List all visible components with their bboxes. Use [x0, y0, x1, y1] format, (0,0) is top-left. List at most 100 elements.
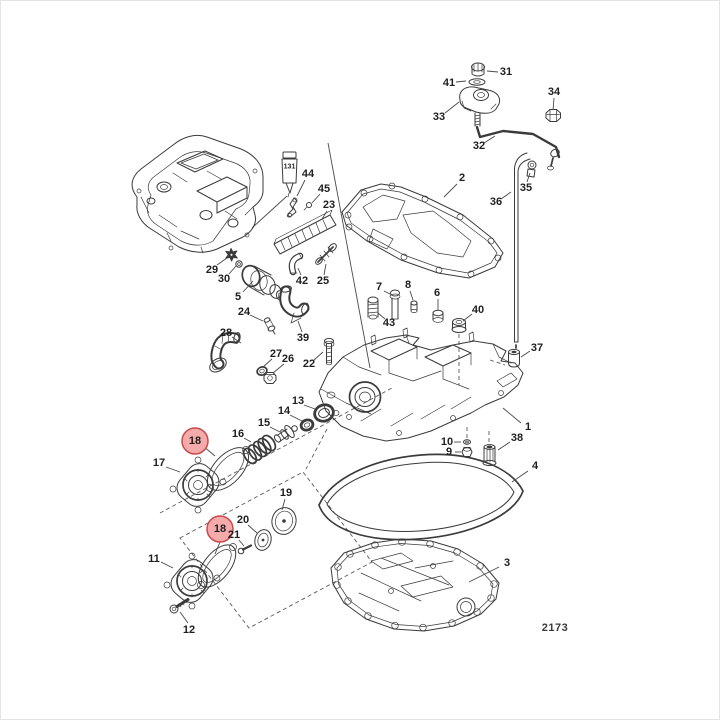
leader-line-17: [165, 466, 181, 473]
callout-37: 37: [531, 342, 543, 354]
leader-line-22: [313, 351, 324, 361]
callout-3: 3: [504, 557, 510, 569]
leader-line-5: [242, 280, 254, 293]
leader-line-27: [262, 358, 273, 368]
leader-line-19: [281, 498, 286, 511]
leader-line-35: [526, 172, 531, 183]
leader-line-43: [377, 312, 386, 320]
fitting-43-drawing: [367, 296, 379, 320]
leader-line-18: [214, 541, 221, 555]
leader-line-30: [228, 265, 237, 275]
leader-line-8: [409, 290, 414, 301]
callout-41: 41: [443, 77, 455, 89]
elbow-28-drawing: [209, 332, 241, 373]
clip-45-drawing: [303, 202, 312, 211]
seal-14-drawing: [299, 418, 315, 432]
callout-35: 35: [520, 182, 532, 194]
callout-19: 19: [280, 487, 292, 499]
tube-label: 131: [284, 164, 296, 171]
leader-line-31: [486, 70, 499, 73]
callout-5: 5: [235, 291, 241, 303]
callout-12: 12: [183, 624, 195, 636]
plug-6-drawing: [432, 309, 444, 323]
seal-ring-13-drawing: [313, 403, 335, 423]
callout-17: 17: [153, 457, 165, 469]
callout-40: 40: [472, 304, 484, 316]
callout-44: 44: [302, 168, 315, 180]
callout-7: 7: [376, 281, 382, 293]
callout-38: 38: [511, 432, 523, 444]
callout-45: 45: [318, 183, 330, 195]
callout-30: 30: [218, 273, 230, 285]
top-gasket-drawing: [341, 182, 504, 279]
valve-cover-17-drawing: [169, 456, 227, 514]
gasket-18b-drawing: [197, 543, 237, 589]
sealant-tube-drawing: 131: [281, 151, 298, 198]
leader-line-26: [272, 363, 285, 374]
callout-26: 26: [282, 353, 294, 365]
leader-line-32: [483, 135, 496, 144]
callout-18: 18: [214, 523, 226, 535]
division-lines: [251, 142, 371, 369]
callout-43: 43: [383, 317, 395, 329]
callout-16: 16: [232, 428, 244, 440]
dipstick-tube-drawing: [508, 152, 537, 368]
fitting-25-drawing: [315, 243, 337, 265]
callout-27: 27: [270, 348, 282, 360]
leader-line-24: [249, 314, 264, 322]
spring-16-drawing: [242, 434, 277, 465]
leader-line-7: [383, 290, 393, 296]
leader-line-37: [520, 350, 531, 358]
leader-line-36: [500, 191, 512, 200]
bolt-7-drawing: [389, 289, 401, 320]
leader-line-16: [243, 437, 252, 443]
callout-36: 36: [490, 196, 502, 208]
plug-40-drawing: [451, 318, 467, 333]
hose-42-drawing: [288, 252, 304, 276]
leader-line-13: [303, 404, 316, 410]
callout-42: 42: [296, 275, 308, 287]
leader-line-38: [497, 441, 511, 451]
oring-27-drawing: [256, 366, 268, 376]
leader-line-45: [311, 193, 321, 204]
water-fitting-drawing: [241, 264, 286, 301]
diaphragm-19-drawing: [271, 507, 297, 535]
callout-8: 8: [405, 279, 411, 291]
highlight-circle-18: [181, 427, 209, 455]
leader-line-23: [321, 210, 328, 220]
callout-11: 11: [148, 553, 160, 565]
leader-line-25: [323, 263, 327, 276]
callout-2: 2: [459, 172, 465, 184]
leader-line-39: [297, 320, 303, 333]
leader-line-21: [238, 539, 245, 547]
bolt-12-drawing: [169, 598, 190, 614]
callout-15: 15: [258, 417, 270, 429]
valve-cover-11-drawing: [163, 552, 221, 610]
callout-24: 24: [238, 306, 251, 318]
screw-21-drawing: [237, 544, 253, 555]
leader-line-20: [247, 524, 258, 534]
leader-line-14: [289, 414, 303, 422]
leader-line-40: [462, 313, 473, 322]
callout-39: 39: [297, 332, 309, 344]
oval-seal-drawing: [318, 453, 524, 541]
sleeve-38-drawing: [482, 444, 497, 467]
star-washer-drawing: [225, 248, 238, 262]
rubber-elbow-drawing: [279, 285, 310, 324]
diagram-number: 2173: [542, 622, 568, 634]
callout-6: 6: [434, 287, 440, 299]
main-housing-drawing: [318, 327, 524, 442]
callout-13: 13: [292, 395, 304, 407]
callout-1: 1: [525, 421, 531, 433]
leader-line-1: [502, 407, 522, 424]
leader-line-28: [231, 336, 242, 344]
highlight-circle-18: [206, 515, 234, 543]
leader-line-29: [216, 257, 228, 266]
leader-line-33: [444, 101, 460, 114]
divider-plate-drawing: [273, 209, 337, 255]
leader-line-11: [160, 561, 174, 569]
leader-line-41: [455, 80, 467, 83]
